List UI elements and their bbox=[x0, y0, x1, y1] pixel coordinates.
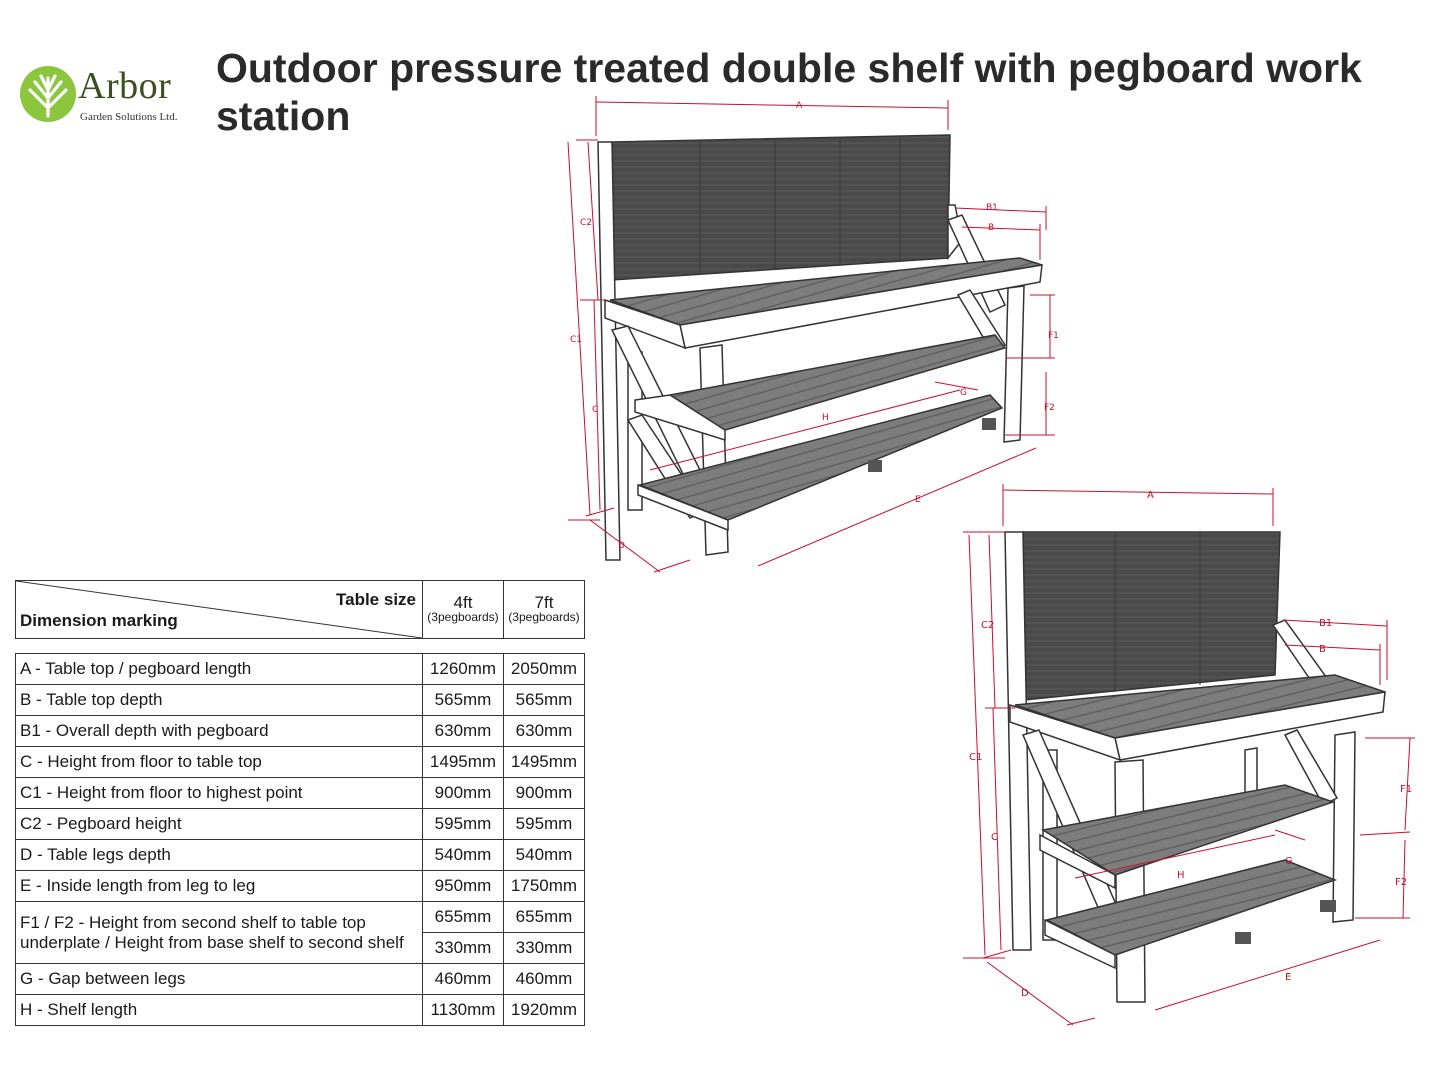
row-value-7ft: 460mm bbox=[503, 963, 585, 995]
row-value-4ft: 540mm bbox=[422, 839, 504, 871]
row-value-7ft: 595mm bbox=[503, 808, 585, 840]
row-value-7ft: 540mm bbox=[503, 839, 585, 871]
dim-label-b-small: B bbox=[1319, 644, 1326, 655]
dimension-marking-label: Dimension marking bbox=[20, 611, 178, 630]
row-value-7ft: 900mm bbox=[503, 777, 585, 809]
row-label: B - Table top depth bbox=[15, 684, 423, 716]
dim-label-d-small: D bbox=[1021, 988, 1029, 999]
f-row-label-line2: underplate / Height from base shelf to s… bbox=[20, 932, 404, 952]
dim-label-c2: C2 bbox=[580, 218, 592, 228]
row-value-7ft: 2050mm bbox=[503, 653, 585, 685]
dim-label-c: C bbox=[592, 405, 598, 415]
col-header-4ft: 4ft (3pegboards) bbox=[422, 580, 504, 639]
col-note-7ft: (3pegboards) bbox=[508, 609, 580, 624]
row-value-4ft: 1495mm bbox=[422, 746, 504, 778]
dim-label-b1: B1 bbox=[986, 203, 998, 213]
col-size-4ft: 4ft bbox=[453, 592, 473, 612]
brand-name: Arbor bbox=[78, 65, 172, 107]
dimensions-table: Table size Dimension marking 4ft (3pegbo… bbox=[15, 580, 585, 1026]
table-corner-cell: Table size Dimension marking bbox=[15, 580, 423, 639]
row-label: C1 - Height from floor to highest point bbox=[15, 777, 423, 809]
col-size-7ft: 7ft bbox=[534, 592, 554, 612]
row-value-4ft: 460mm bbox=[422, 963, 504, 995]
row-value-4ft: 565mm bbox=[422, 684, 504, 716]
row-label: C - Height from floor to table top bbox=[15, 746, 423, 778]
dim-label-d: D bbox=[618, 541, 625, 551]
dim-label-e-small: E bbox=[1285, 972, 1291, 983]
row-value-7ft: 565mm bbox=[503, 684, 585, 716]
dim-label-f2: F2 bbox=[1044, 403, 1055, 413]
page-title: Outdoor pressure treated double shelf wi… bbox=[216, 45, 1362, 139]
dim-label-f1-small: F1 bbox=[1400, 784, 1412, 795]
row-value-7ft: 1750mm bbox=[503, 870, 585, 902]
row-label: G - Gap between legs bbox=[15, 963, 423, 995]
workbench-diagram-small: A B1 B C2 C1 C F1 F2 G H E D bbox=[963, 484, 1415, 1026]
diagonal-divider bbox=[16, 581, 422, 638]
workbench-diagram-large: A B1 B C2 C1 C F1 F2 G H E D bbox=[567, 96, 1059, 573]
dim-label-g: G bbox=[960, 388, 967, 398]
dim-label-c1: C1 bbox=[570, 335, 582, 345]
f2-value-4ft: 330mm bbox=[422, 932, 504, 964]
row-label: C2 - Pegboard height bbox=[15, 808, 423, 840]
dim-label-h-small: H bbox=[1177, 870, 1185, 881]
row-value-7ft: 1920mm bbox=[503, 994, 585, 1026]
row-label: A - Table top / pegboard length bbox=[15, 653, 423, 685]
row-label: D - Table legs depth bbox=[15, 839, 423, 871]
col-header-7ft: 7ft (3pegboards) bbox=[503, 580, 585, 639]
f2-value-7ft: 330mm bbox=[503, 932, 585, 964]
row-value-4ft: 1260mm bbox=[422, 653, 504, 685]
dim-label-a: A bbox=[796, 101, 803, 111]
dim-label-f2-small: F2 bbox=[1395, 877, 1407, 888]
dim-label-c2-small: C2 bbox=[981, 620, 994, 631]
leaf-icon bbox=[20, 66, 76, 122]
dim-label-a-small: A bbox=[1147, 490, 1154, 501]
brand-logo: Arbor Garden Solutions Ltd. bbox=[18, 60, 193, 130]
dim-label-b: B bbox=[988, 223, 994, 233]
row-value-4ft: 900mm bbox=[422, 777, 504, 809]
row-label: B1 - Overall depth with pegboard bbox=[15, 715, 423, 747]
brand-tagline: Garden Solutions Ltd. bbox=[80, 111, 178, 123]
dim-label-h: H bbox=[822, 413, 829, 423]
table-size-label: Table size bbox=[336, 590, 416, 609]
dim-label-b1-small: B1 bbox=[1319, 618, 1332, 629]
row-value-4ft: 950mm bbox=[422, 870, 504, 902]
table-spacer bbox=[16, 639, 585, 654]
row-label: H - Shelf length bbox=[15, 994, 423, 1026]
row-value-4ft: 630mm bbox=[422, 715, 504, 747]
row-value-4ft: 595mm bbox=[422, 808, 504, 840]
row-value-7ft: 630mm bbox=[503, 715, 585, 747]
f1-value-7ft: 655mm bbox=[503, 901, 585, 933]
table-row-f1: F1 / F2 - Height from second shelf to ta… bbox=[15, 901, 585, 964]
dim-label-e: E bbox=[915, 495, 921, 505]
f-row-label: F1 / F2 - Height from second shelf to ta… bbox=[15, 901, 423, 964]
dim-label-c1-small: C1 bbox=[969, 752, 982, 763]
table-header-row: Table size Dimension marking 4ft (3pegbo… bbox=[15, 580, 585, 639]
f-row-label-line1: F1 / F2 - Height from second shelf to ta… bbox=[20, 912, 366, 932]
row-label: E - Inside length from leg to leg bbox=[15, 870, 423, 902]
dim-label-c-small: C bbox=[991, 832, 998, 843]
f1-value-4ft: 655mm bbox=[422, 901, 504, 933]
dim-label-g-small: G bbox=[1285, 856, 1293, 867]
row-value-7ft: 1495mm bbox=[503, 746, 585, 778]
col-note-4ft: (3pegboards) bbox=[427, 609, 499, 624]
row-value-4ft: 1130mm bbox=[422, 994, 504, 1026]
dim-label-f1: F1 bbox=[1048, 331, 1059, 341]
